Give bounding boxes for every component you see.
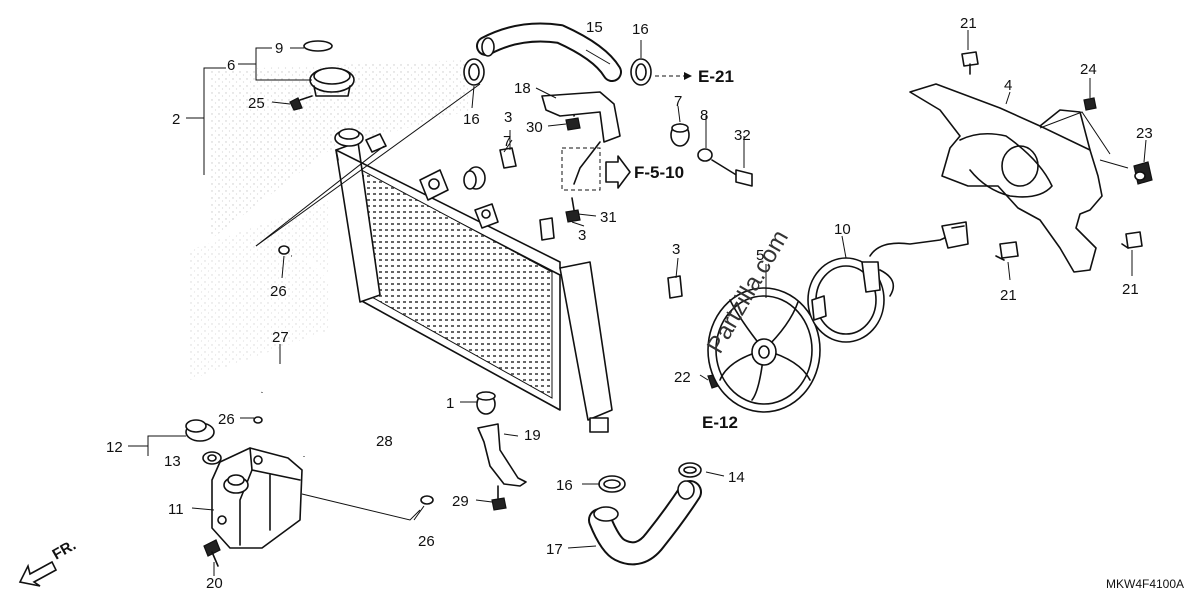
bolt-32[interactable] — [711, 159, 753, 187]
callout-30: 30 — [526, 119, 543, 136]
clip-upper[interactable] — [278, 245, 290, 255]
leader-lines — [128, 30, 1147, 576]
callout-16c: 16 — [556, 477, 573, 494]
bolt-21-top[interactable] — [961, 51, 979, 75]
callout-6: 6 — [227, 57, 235, 74]
hose-clamp-lower[interactable] — [598, 475, 626, 493]
callout-21c: 21 — [1122, 281, 1139, 298]
diagram-code: MKW4F4100A — [1106, 577, 1184, 591]
front-direction-arrow — [18, 560, 58, 587]
callout-28: 28 — [376, 433, 393, 450]
reference-arrow-e21 — [655, 72, 692, 80]
hose-clamp-small[interactable] — [678, 462, 702, 478]
callout-23: 23 — [1136, 125, 1153, 142]
callout-2: 2 — [172, 111, 180, 128]
bolt-25[interactable] — [289, 95, 313, 111]
callout-7b: 7 — [674, 93, 682, 110]
grommet-bottom[interactable] — [476, 391, 496, 415]
callout-24: 24 — [1080, 61, 1097, 78]
direction-label: FR. — [50, 537, 79, 564]
siphon-hose[interactable] — [260, 364, 307, 457]
clip-lower[interactable] — [420, 495, 434, 505]
bolt-29[interactable] — [491, 485, 507, 511]
grommet-radiator[interactable] — [463, 166, 486, 190]
callout-4: 4 — [1004, 77, 1012, 94]
callout-20: 20 — [206, 575, 223, 592]
cooling-fan[interactable] — [707, 287, 821, 413]
callout-17: 17 — [546, 541, 563, 558]
callout-29: 29 — [452, 493, 469, 510]
reference-label-e21: E-21 — [698, 67, 734, 86]
bolt-21-right[interactable] — [1121, 231, 1143, 249]
callout-12: 12 — [106, 439, 123, 456]
reserve-tank[interactable] — [211, 447, 303, 549]
stay-18[interactable] — [541, 91, 621, 143]
callout-5: 5 — [756, 247, 764, 264]
callout-13: 13 — [164, 453, 181, 470]
stay-19[interactable] — [477, 423, 527, 487]
callout-7a: 7 — [503, 133, 511, 150]
callout-16b: 16 — [632, 21, 649, 38]
callout-18: 18 — [514, 80, 531, 97]
washer[interactable] — [697, 148, 713, 162]
cap-gasket — [303, 40, 333, 52]
callout-3a: 3 — [504, 109, 512, 126]
radiator-cap[interactable] — [334, 128, 387, 153]
collar[interactable] — [670, 123, 690, 147]
reference-arrow-f510 — [561, 141, 631, 191]
fan-motor[interactable] — [807, 257, 895, 343]
radiator[interactable] — [335, 141, 613, 433]
callout-26a: 26 — [270, 283, 287, 300]
tank-seal — [202, 451, 222, 465]
callout-16a: 16 — [463, 111, 480, 128]
callout-21b: 21 — [1000, 287, 1017, 304]
nut-24[interactable] — [1083, 97, 1097, 111]
clip-nut-a[interactable] — [499, 147, 517, 169]
callout-11: 11 — [168, 501, 184, 518]
motor-wire[interactable] — [869, 221, 969, 257]
reference-label-e12: E-12 — [702, 413, 738, 432]
callout-25: 25 — [248, 95, 265, 112]
clip-tank[interactable] — [253, 416, 263, 424]
fan-shroud[interactable] — [909, 83, 1103, 273]
callouts: 2 6 9 25 16 15 16 18 3 30 7 7 8 32 31 3 … — [106, 15, 1153, 592]
hose-clamp-upper-left[interactable] — [463, 58, 485, 86]
reference-label-f510: F-5-10 — [634, 163, 684, 182]
clip-23[interactable] — [1133, 161, 1153, 185]
callout-14: 14 — [728, 469, 745, 486]
callout-22: 22 — [674, 369, 691, 386]
callout-15: 15 — [586, 19, 603, 36]
hose-clamp-upper-right[interactable] — [630, 58, 652, 86]
filler-neck[interactable] — [309, 67, 355, 97]
bolt-21-left[interactable] — [995, 241, 1019, 261]
background-texture — [190, 60, 470, 380]
callout-3b: 3 — [578, 227, 586, 244]
upper-radiator-hose[interactable] — [476, 22, 622, 82]
callout-8: 8 — [700, 107, 708, 124]
callout-27: 27 — [272, 329, 289, 346]
callout-10: 10 — [834, 221, 851, 238]
bolt-31[interactable] — [565, 197, 581, 223]
callout-9: 9 — [275, 40, 283, 57]
tank-bolt[interactable] — [203, 539, 221, 567]
callout-21a: 21 — [960, 15, 977, 32]
callout-32: 32 — [734, 127, 751, 144]
callout-26c: 26 — [418, 533, 435, 550]
overflow-hose[interactable] — [291, 254, 441, 500]
callout-26b: 26 — [218, 411, 235, 428]
reserve-tank-cap[interactable] — [185, 419, 215, 442]
callout-31: 31 — [600, 209, 617, 226]
clip-nut-c[interactable] — [667, 275, 683, 299]
clip-nut-b[interactable] — [539, 217, 555, 241]
callout-1: 1 — [446, 395, 454, 412]
callout-3c: 3 — [672, 241, 680, 258]
lower-radiator-hose[interactable] — [588, 480, 702, 566]
callout-19: 19 — [524, 427, 541, 444]
